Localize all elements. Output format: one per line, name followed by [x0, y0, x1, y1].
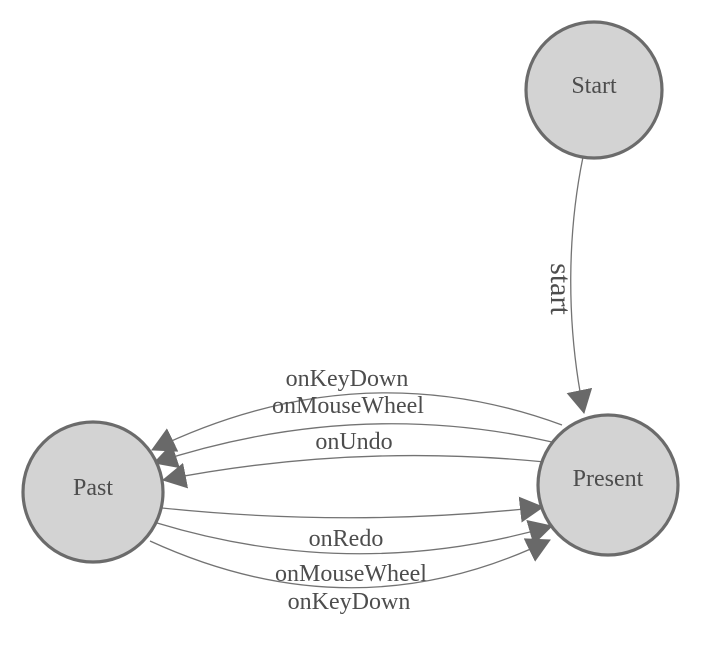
- edge-present-to-past-onmousewheel: [153, 423, 553, 469]
- node-label-present: Present: [573, 466, 644, 492]
- node-circle-present: [536, 413, 680, 557]
- edge-present-to-past-onundo: [162, 454, 546, 489]
- edge-label-group: start onKeyDown onMouseWheel onUndo onRe…: [272, 263, 577, 615]
- edge-label-onredo: onRedo: [309, 526, 384, 552]
- node-circle-start: [524, 20, 664, 160]
- node-label-past: Past: [73, 475, 113, 501]
- edge-past-to-present-onredo: [161, 496, 544, 523]
- edge-group: [149, 156, 593, 589]
- edge-label-onmousewheel-lower: onMouseWheel: [275, 561, 427, 587]
- edge-present-to-past-onkeydown: [151, 392, 563, 452]
- edge-past-to-present-onmousewheel: [156, 519, 553, 555]
- node-past: Past: [21, 420, 165, 564]
- edge-label-onmousewheel-upper: onMouseWheel: [272, 393, 424, 419]
- edge-label-onkeydown-lower: onKeyDown: [288, 589, 411, 615]
- edge-label-onundo: onUndo: [315, 429, 392, 455]
- edge-start-to-present: [566, 156, 593, 414]
- edge-label-onkeydown-upper: onKeyDown: [286, 366, 409, 392]
- edge-past-to-present-onkeydown: [149, 538, 551, 589]
- node-label-start: Start: [571, 73, 617, 99]
- node-start: Start: [524, 20, 664, 160]
- node-circle-past: [21, 420, 165, 564]
- node-present: Present: [536, 413, 680, 557]
- edge-label-start: start: [544, 263, 577, 315]
